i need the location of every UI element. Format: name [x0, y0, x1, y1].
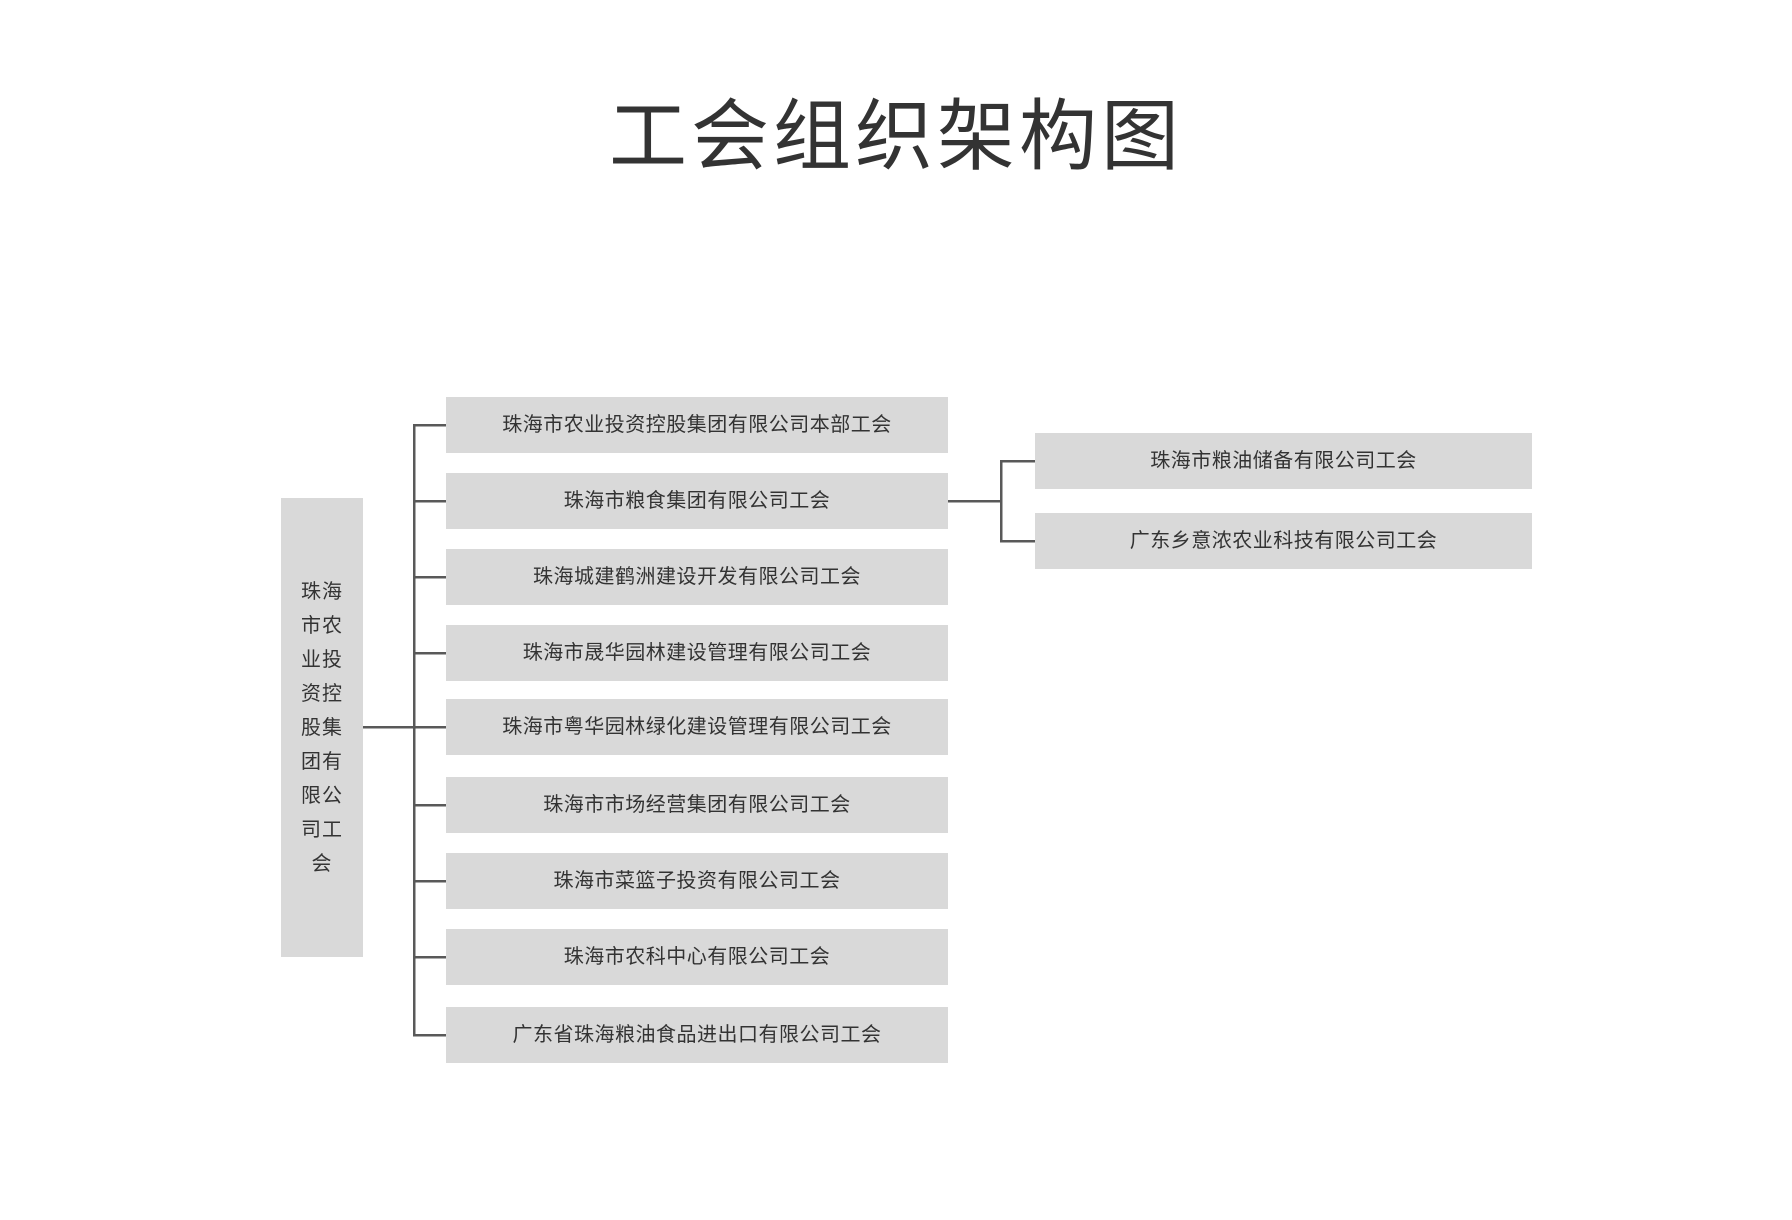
org-node-child-9-label: 广东省珠海粮油食品进出口有限公司工会 — [512, 1024, 882, 1046]
org-node-grandchild-1[interactable]: 珠海市粮油储备有限公司工会 — [1035, 433, 1532, 489]
org-node-child-7-label: 珠海市菜篮子投资有限公司工会 — [553, 870, 841, 892]
org-node-grandchild-1-label: 珠海市粮油储备有限公司工会 — [1150, 450, 1417, 472]
org-node-child-5[interactable]: 珠海市粤华园林绿化建设管理有限公司工会 — [446, 699, 948, 755]
org-node-grandchild-2[interactable]: 广东乡意浓农业科技有限公司工会 — [1035, 513, 1532, 569]
org-node-child-6[interactable]: 珠海市市场经营集团有限公司工会 — [446, 777, 948, 833]
org-node-child-4[interactable]: 珠海市晟华园林建设管理有限公司工会 — [446, 625, 948, 681]
org-node-root-label: 珠海市农业投资控股集团有限公司工会 — [301, 580, 343, 875]
org-node-child-9[interactable]: 广东省珠海粮油食品进出口有限公司工会 — [446, 1007, 948, 1063]
org-node-child-1[interactable]: 珠海市农业投资控股集团有限公司本部工会 — [446, 397, 948, 453]
org-node-root[interactable]: 珠海市农业投资控股集团有限公司工会 — [281, 498, 363, 957]
org-node-child-2-label: 珠海市粮食集团有限公司工会 — [563, 490, 831, 512]
page-title: 工会组织架构图 — [608, 92, 1183, 180]
org-node-child-3[interactable]: 珠海城建鹤洲建设开发有限公司工会 — [446, 549, 948, 605]
org-node-child-4-label: 珠海市晟华园林建设管理有限公司工会 — [522, 642, 872, 664]
org-node-child-1-label: 珠海市农业投资控股集团有限公司本部工会 — [502, 414, 892, 436]
org-node-child-7[interactable]: 珠海市菜篮子投资有限公司工会 — [446, 853, 948, 909]
org-node-grandchild-2-label: 广东乡意浓农业科技有限公司工会 — [1129, 530, 1438, 552]
org-node-child-6-label: 珠海市市场经营集团有限公司工会 — [543, 794, 851, 816]
org-node-child-8[interactable]: 珠海市农科中心有限公司工会 — [446, 929, 948, 985]
org-node-child-3-label: 珠海城建鹤洲建设开发有限公司工会 — [533, 566, 861, 588]
org-node-child-2[interactable]: 珠海市粮食集团有限公司工会 — [446, 473, 948, 529]
org-node-child-5-label: 珠海市粤华园林绿化建设管理有限公司工会 — [502, 716, 892, 738]
org-node-child-8-label: 珠海市农科中心有限公司工会 — [563, 946, 831, 968]
